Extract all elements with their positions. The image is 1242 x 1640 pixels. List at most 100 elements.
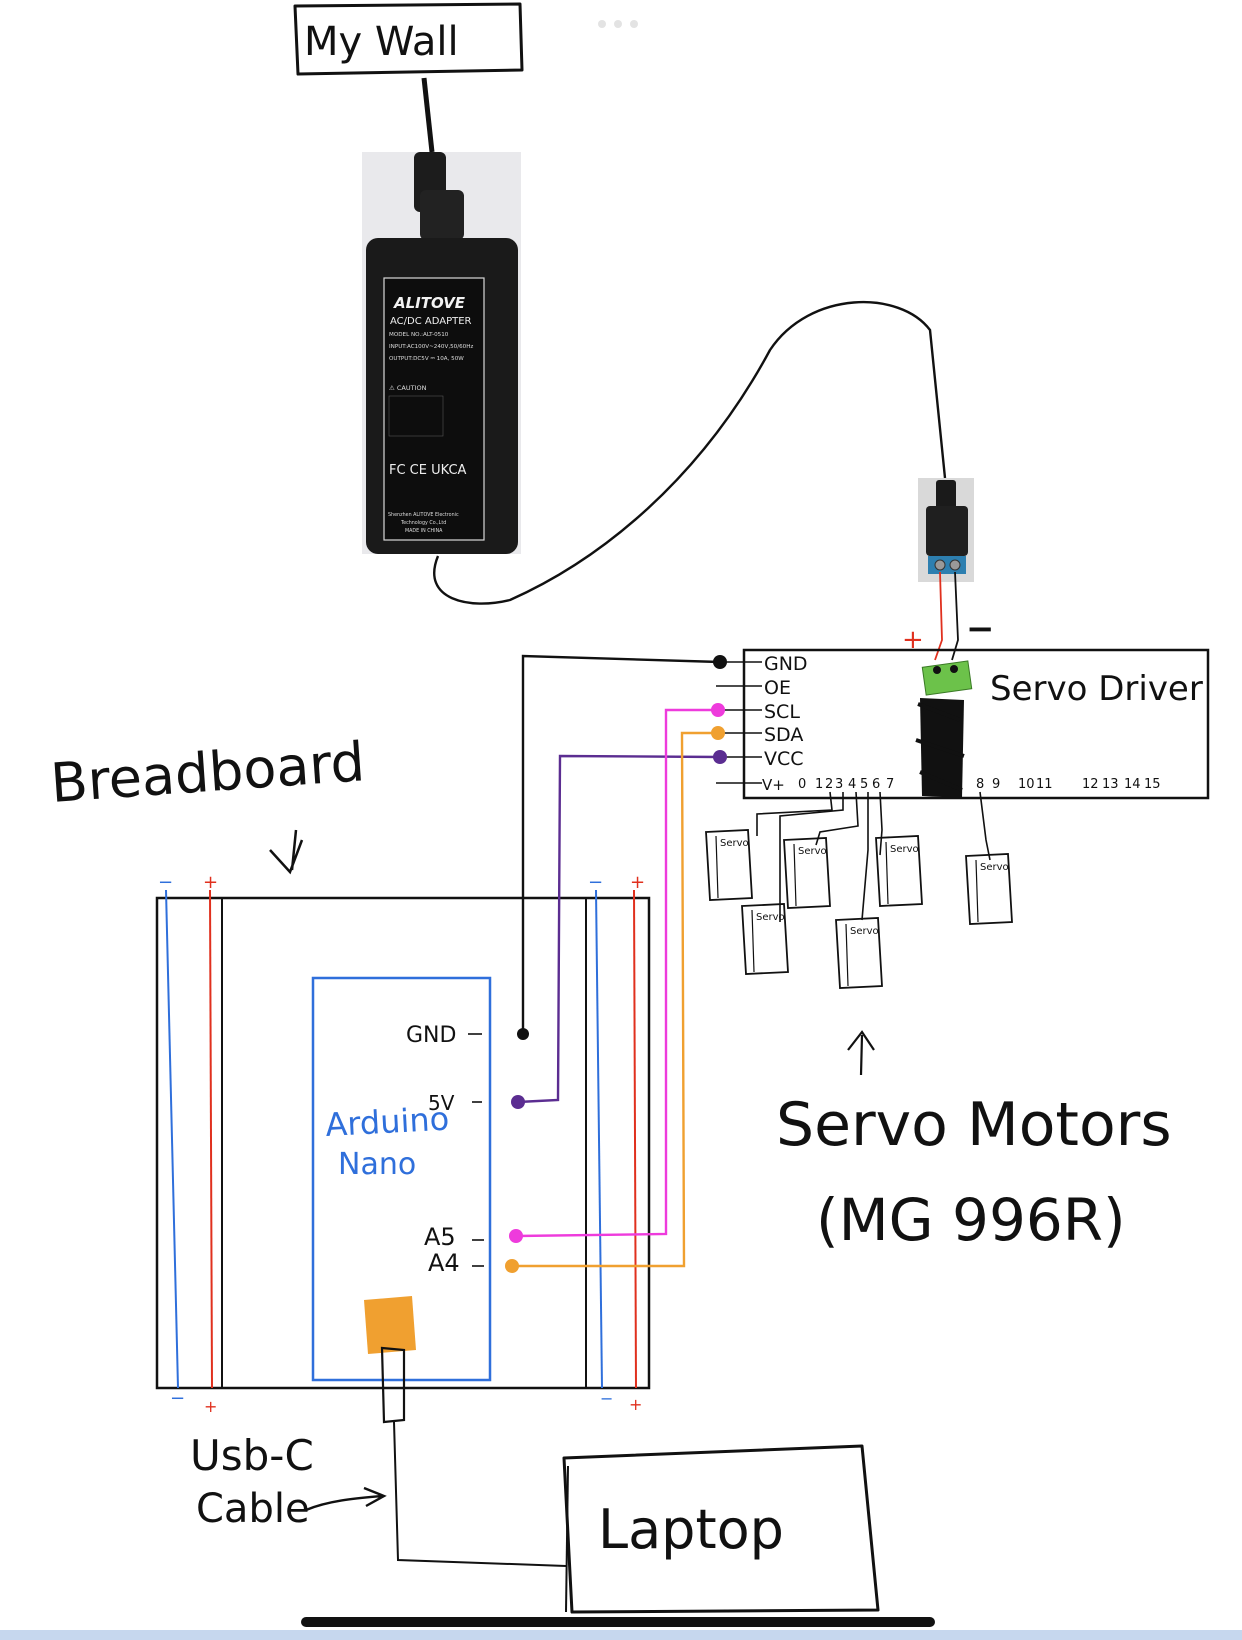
rail-sign-minus-bl: − <box>170 1388 185 1409</box>
bottom-bar <box>0 1630 1242 1640</box>
servo-label: Servo <box>890 844 919 855</box>
driver-pin-sda: SDA <box>764 724 803 746</box>
dc-barrel-jack <box>918 478 974 582</box>
channel-6: 6 <box>872 777 880 792</box>
servo-body <box>741 903 789 975</box>
right-minus-rail <box>595 889 603 1389</box>
driver-pin-oe: OE <box>764 677 791 699</box>
rail-sign-plus-br: + <box>629 1395 642 1414</box>
laptop-label: Laptop <box>598 1498 784 1561</box>
wall-cord <box>421 77 435 153</box>
driver-pin-scl: SCL <box>764 701 800 723</box>
channel-14: 14 <box>1124 777 1141 792</box>
servo-motors-label: Servo Motors <box>776 1090 1172 1160</box>
rail-sign-minus-br: − <box>600 1389 613 1408</box>
left-plus-rail <box>209 889 213 1389</box>
wall-box: My Wall <box>293 2 524 76</box>
adapter-maker-1: Shenzhen ALITOVE Electronic <box>388 512 459 518</box>
usb-cable <box>393 1421 567 1567</box>
servo-3: Servo <box>875 835 923 907</box>
servo-label: Servo <box>980 862 1009 873</box>
channel-11: 11 <box>1036 777 1053 792</box>
servo-2: Servo <box>783 837 831 909</box>
wire-gnd <box>521 654 721 1034</box>
channel-8: 8 <box>976 777 984 792</box>
adapter-dc-cable <box>433 300 947 605</box>
usb-label-line2: Cable <box>196 1486 310 1532</box>
channel-7: 7 <box>886 777 894 792</box>
servo-6: Servo <box>835 917 883 989</box>
channel-5: 5 <box>860 777 868 792</box>
left-minus-rail <box>165 889 179 1389</box>
channel-0: 0 <box>798 777 806 792</box>
channel-1: 1 <box>815 777 823 792</box>
rail-sign-plus-tl: + <box>203 872 218 893</box>
power-terminal <box>921 660 973 696</box>
servo-label: Servo <box>720 838 749 849</box>
servo-1: Servo <box>705 829 753 901</box>
servo-body <box>965 853 1013 925</box>
adapter-input: INPUT:AC100V~240V,50/60Hz <box>389 344 473 350</box>
channel-13: 13 <box>1102 777 1119 792</box>
servo-4: Servo <box>965 853 1013 925</box>
breadboard-arrow <box>269 829 304 875</box>
rail-sign-plus-tr: + <box>630 872 645 893</box>
breadboard: − + − + − + − + <box>155 872 651 1416</box>
adapter-output: OUTPUT:DC5V ⎓ 10A, 50W <box>389 356 464 362</box>
wire-scl <box>515 708 718 1238</box>
arduino-pin-5v: 5V <box>428 1091 455 1115</box>
channel-10: 10 <box>1018 777 1035 792</box>
channel-9: 9 <box>992 777 1000 792</box>
driver-pin-vcc: VCC <box>764 748 804 770</box>
servo-arrow <box>847 1030 875 1076</box>
servo-driver-label: Servo Driver <box>990 669 1203 709</box>
adapter-maker-3: MADE IN CHINA <box>405 528 443 534</box>
driver-pins: GND OE SCL SDA VCC V+ <box>716 653 808 794</box>
usb-arrow <box>305 1486 387 1512</box>
adapter-maker-2: Technology Co.,Ltd <box>400 520 446 526</box>
rail-sign-plus-bl: + <box>204 1397 217 1416</box>
servo-model-label: (MG 996R) <box>816 1186 1126 1254</box>
wire-vcc <box>517 754 721 1104</box>
servo-label: Servo <box>756 912 785 923</box>
servo-label: Servo <box>798 846 827 857</box>
channel-2: 2 <box>825 777 833 792</box>
servo-body <box>875 835 923 907</box>
adapter-model: MODEL NO.:ALT-0510 <box>389 332 449 338</box>
channel-4: 4 <box>848 777 856 792</box>
black-power-wire <box>951 571 959 661</box>
arduino-pin-a5: A5 <box>424 1223 456 1251</box>
usb-plug <box>380 1346 406 1424</box>
adapter-marks: FC CE UKCA <box>389 463 467 478</box>
adapter-label <box>383 277 485 541</box>
servo-body <box>783 837 831 909</box>
laptop: Laptop <box>301 1444 935 1627</box>
rail-sign-minus-tr: − <box>588 872 603 893</box>
arduino-label-line1: Arduino <box>324 1100 450 1144</box>
servo-driver-board: Servo Driver <box>742 648 1210 800</box>
arduino-nano: Arduino Nano GND 5V A5 A4 <box>311 976 492 1382</box>
red-power-wire <box>934 571 943 661</box>
servo-body <box>705 829 753 901</box>
channel-12: 12 <box>1082 777 1099 792</box>
wire-sda <box>512 731 718 1268</box>
servo-label: Servo <box>850 926 879 937</box>
wall-label: My Wall <box>304 19 459 65</box>
breadboard-label: Breadboard <box>49 730 367 815</box>
power-adapter: ALITOVE AC/DC ADAPTER MODEL NO.:ALT-0510… <box>362 152 521 554</box>
driver-pin-vplus: V+ <box>762 776 785 794</box>
arduino-label-line2: Nano <box>338 1147 416 1182</box>
minus-sign: − <box>966 609 995 649</box>
usb-label-line1: Usb-C <box>190 1431 314 1480</box>
plus-sign: + <box>902 625 924 655</box>
channel-3: 3 <box>835 777 843 792</box>
arduino-pin-gnd: GND <box>406 1023 456 1048</box>
adapter-caution: ⚠ CAUTION <box>389 384 427 392</box>
driver-pin-gnd: GND <box>764 653 808 675</box>
adapter-brand: ALITOVE <box>393 294 466 312</box>
right-plus-rail <box>633 889 637 1389</box>
channel-15: 15 <box>1144 777 1161 792</box>
usb-port <box>364 1296 416 1354</box>
